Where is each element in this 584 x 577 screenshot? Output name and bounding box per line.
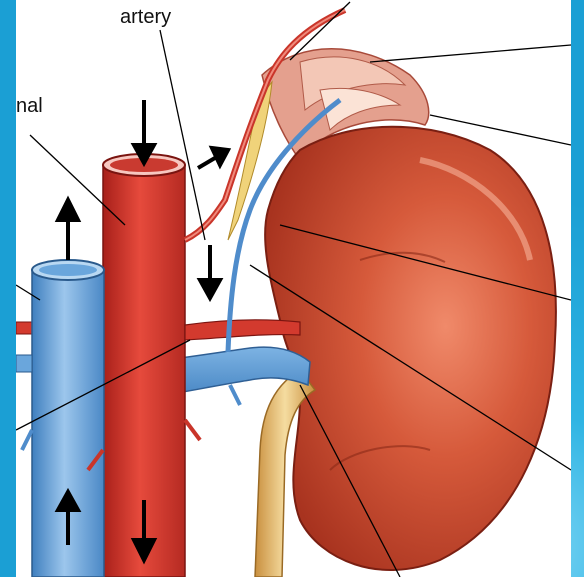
left-renal-vein-stub [16,355,32,372]
renal-artery [185,320,300,340]
artery-label: artery [120,6,171,29]
kidney [265,127,556,570]
diagram-panel: artery nal [16,0,571,577]
kidney-anatomy-diagram [16,0,571,577]
renal-label-fragment: nal [16,95,43,118]
